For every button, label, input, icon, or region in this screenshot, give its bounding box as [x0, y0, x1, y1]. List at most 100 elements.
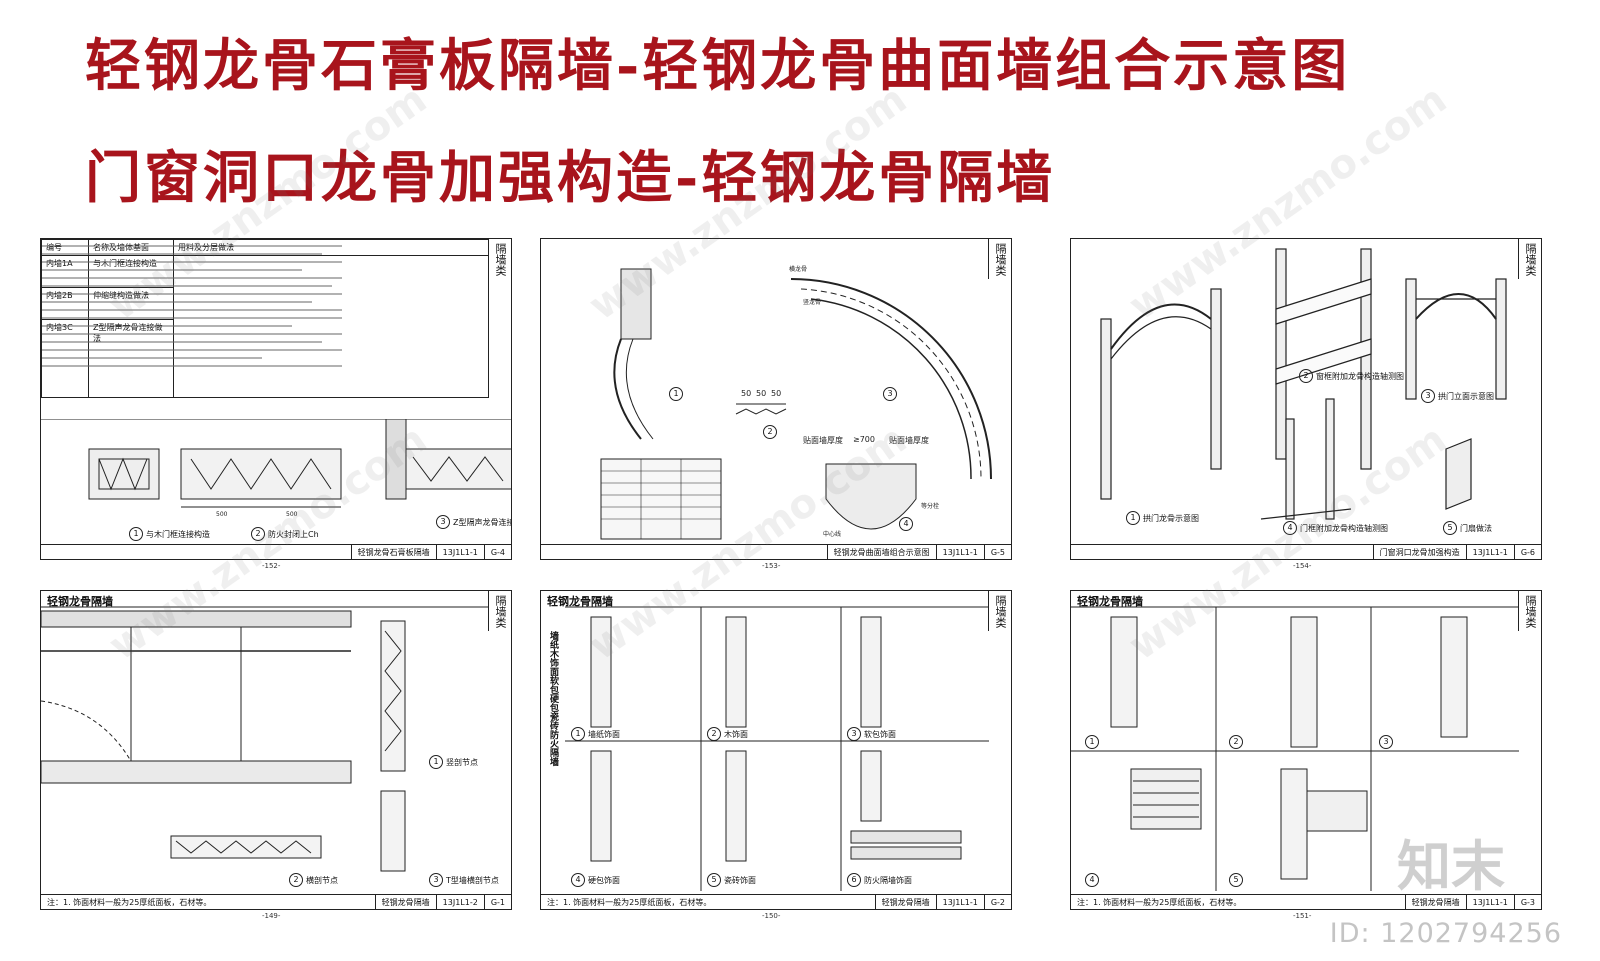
title-block: 轻钢龙骨石膏板隔墙 13J1L1-1 G-4 — [41, 544, 511, 559]
sheet-note: 注：1. 饰面材料一般为25厚纸面板，石材等。 — [1077, 897, 1242, 907]
steel-partition-section-drawings — [41, 606, 489, 872]
sheet-header: 轻钢龙骨隔墙 — [47, 595, 113, 608]
wall-finish-drawings — [565, 606, 989, 891]
dimension-label: 500 — [216, 511, 228, 518]
page-number: -151- — [1293, 912, 1312, 920]
title-block-title: 轻钢龙骨石膏板隔墙 — [350, 545, 436, 559]
table-cell-spec-lines — [41, 245, 489, 398]
finish-type-vertical-label: 墙纸木饰面软包硬包瓷砖防火隔墙 — [548, 631, 558, 766]
partition-joint-drawings — [1071, 606, 1519, 891]
title-block-title: 轻钢龙骨隔墙 — [1404, 895, 1466, 909]
table-cell-code: 内墙3C — [41, 319, 89, 398]
sheet-partition-connection: 编号 名称及墙体基面 用料及分层做法 内墙1A 与木门框连接构造 — [40, 238, 512, 560]
page-number: -154- — [1293, 562, 1312, 570]
title-block-page: G-3 — [1513, 895, 1541, 909]
title-block: 注：1. 饰面材料一般为25厚纸面板，石材等。 轻钢龙骨隔墙 13J1L1-1 … — [1071, 894, 1541, 909]
sheet-side-tag: 隔墙类 — [488, 239, 511, 279]
figure-caption: 4 — [899, 517, 913, 531]
specification-table: 编号 名称及墙体基面 用料及分层做法 内墙1A 与木门框连接构造 — [41, 239, 489, 398]
figure-caption: 3 — [883, 387, 897, 401]
dimension-label: 50 — [741, 389, 752, 398]
title-block-code: 13J1L1-1 — [935, 895, 984, 909]
sheet-note: 注：1. 饰面材料一般为25厚纸面板，石材等。 — [47, 897, 212, 907]
title-block-code: 13J1L1-1 — [935, 545, 984, 559]
title-block-page: G-2 — [983, 895, 1011, 909]
title-block-page: G-6 — [1513, 545, 1541, 559]
opening-reinforcement-drawings — [1100, 248, 1507, 520]
figure-caption: 3 — [1379, 735, 1393, 749]
label-thickness: 贴面墙厚度 — [889, 436, 929, 445]
title-block: 注：1. 饰面材料一般为25厚纸面板，石材等。 轻钢龙骨隔墙 13J1L1-1 … — [541, 894, 1011, 909]
table-cell-name: 与木门框连接构造 — [88, 255, 174, 288]
sheet-side-tag: 隔墙类 — [988, 591, 1011, 631]
partition-section-drawings — [41, 419, 511, 508]
page-number: -152- — [262, 562, 281, 570]
sheet-side-tag: 隔墙类 — [1518, 239, 1541, 279]
curved-wall-drawings — [600, 268, 992, 540]
table-cell-name: Z型隔声龙骨连接做法 — [88, 319, 174, 398]
table-cell-code: 内墙2B — [41, 287, 89, 320]
sheet-partition-joints: 轻钢龙骨隔墙 隔墙类 1 2 3 4 5 注：1. 饰面材料一般为25厚纸面板，… — [1070, 590, 1542, 910]
title-block-title: 轻钢龙骨曲面墙组合示意图 — [826, 545, 936, 559]
sheet-side-tag: 隔墙类 — [988, 239, 1011, 279]
title-block-code: 13J1L1-1 — [435, 545, 484, 559]
spec-text-lines — [41, 245, 342, 366]
title-block: 注：1. 饰面材料一般为25厚纸面板，石材等。 轻钢龙骨隔墙 13J1L1-2 … — [41, 894, 511, 909]
title-block-page: G-1 — [483, 895, 511, 909]
resource-id: ID: 1202794256 — [1329, 918, 1562, 949]
sheet-header: 轻钢龙骨隔墙 — [1077, 595, 1143, 608]
title-block-title: 门窗洞口龙骨加强构造 — [1372, 545, 1466, 559]
title-block-page: G-4 — [483, 545, 511, 559]
title-block: 轻钢龙骨曲面墙组合示意图 13J1L1-1 G-5 — [541, 544, 1011, 559]
figure-caption: 5 — [1229, 873, 1243, 887]
sheet-note: 注：1. 饰面材料一般为25厚纸面板，石材等。 — [547, 897, 712, 907]
main-title-line1: 轻钢龙骨石膏板隔墙-轻钢龙骨曲面墙组合示意图 — [85, 33, 1351, 99]
page-number: -149- — [262, 912, 281, 920]
title-block-title: 轻钢龙骨隔墙 — [374, 895, 436, 909]
title-block-title: 轻钢龙骨隔墙 — [874, 895, 936, 909]
title-block-code: 13J1L1-1 — [1465, 895, 1514, 909]
dimension-label: 50 — [756, 389, 767, 398]
title-block-code: 13J1L1-2 — [435, 895, 484, 909]
title-block: 门窗洞口龙骨加强构造 13J1L1-1 G-6 — [1071, 544, 1541, 559]
figure-caption: 3Z型隔声龙骨连接做法 — [436, 515, 511, 529]
label-thickness: 贴面墙厚度 — [803, 436, 843, 445]
figure-caption: 2 — [1229, 735, 1243, 749]
label-centerline: 中心线 — [823, 531, 842, 538]
dimension-label: 500 — [286, 511, 298, 518]
page-number: -150- — [762, 912, 781, 920]
title-block-page: G-5 — [983, 545, 1011, 559]
sheet-header: 轻钢龙骨隔墙 — [547, 595, 613, 608]
title-block-code: 13J1L1-1 — [1465, 545, 1514, 559]
sheet-side-tag: 隔墙类 — [1518, 591, 1541, 631]
main-title-line2: 门窗洞口龙骨加强构造-轻钢龙骨隔墙 — [85, 145, 1056, 211]
label-runner: 横龙骨 — [789, 266, 808, 273]
figure-caption: 1 — [1085, 735, 1099, 749]
label-divider: 等分栓 — [921, 503, 940, 510]
brand-logo: 知末 — [1397, 835, 1505, 898]
label-min-length: ≥700 — [853, 435, 875, 444]
label-stud: 竖龙骨 — [803, 299, 822, 306]
figure-caption: 4 — [1085, 873, 1099, 887]
sheet-side-tag: 隔墙类 — [488, 591, 511, 631]
table-cell-code: 内墙1A — [41, 255, 89, 288]
dimension-label: 50 — [771, 389, 782, 398]
